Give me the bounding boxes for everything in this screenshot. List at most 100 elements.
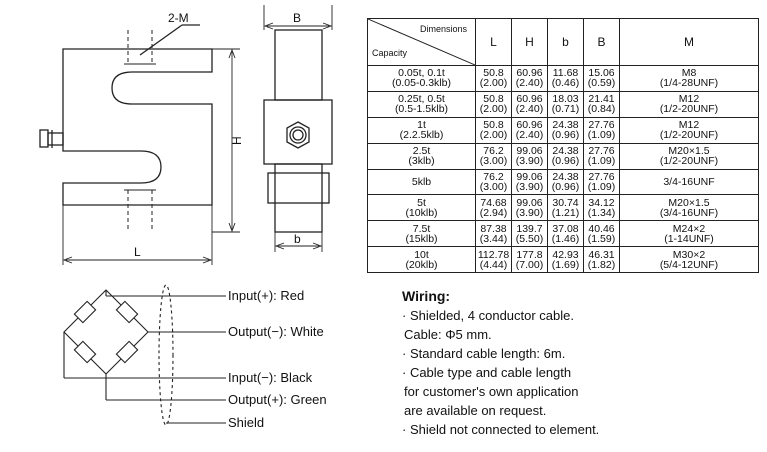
cell-b: 46.31(1.82) — [583, 246, 620, 274]
cell-l: 76.2(3.00) — [475, 142, 512, 170]
cell-value-imperial: (1.09) — [587, 155, 616, 168]
cell-value: 177.8 — [516, 248, 543, 261]
cell-value: 50.8 — [483, 93, 504, 106]
cell-cap: 7.5t(15klb) — [367, 220, 476, 248]
cell-value-imperial: (0.59) — [587, 77, 616, 90]
cell-value-imperial: (1-14UNF) — [664, 232, 714, 245]
cell-value-imperial: (7.00) — [515, 258, 544, 271]
cell-value-imperial: (1.34) — [587, 206, 616, 219]
cell-value-imperial: (5.50) — [515, 232, 544, 245]
cell-l: 50.8(2.00) — [475, 65, 512, 92]
table-row: 10t(20klb)112.78(4.44)177.8(7.00)42.93(1… — [367, 246, 759, 274]
cell-value: 5klb — [411, 176, 432, 188]
cell-value-imperial: (2.40) — [515, 103, 544, 116]
note-line: · Shielded, 4 conductor cable. — [402, 308, 574, 323]
cell-value-imperial: (1/2-20UNF) — [659, 155, 719, 168]
cell-m: M30×2(5/4-12UNF) — [619, 246, 759, 274]
cell-value-imperial: (1.09) — [587, 181, 616, 193]
table-row: 7.5t(15klb)87.38(3.44)139.7(5.50)37.08(1… — [367, 220, 759, 248]
cell-value: 99.06 — [516, 145, 543, 158]
spec-table: Dimensions Capacity L H b B M 0.05t, 0.1… — [367, 18, 759, 274]
cell-b: 27.76(1.09) — [583, 116, 620, 144]
wire-shield: Shield — [228, 415, 265, 430]
cell-value-imperial: (0.96) — [551, 181, 580, 193]
cell-value-imperial: (0.84) — [587, 103, 616, 116]
header-b-small: b — [547, 18, 584, 66]
cell-l: 50.8(2.00) — [475, 116, 512, 144]
cell-value: 37.08 — [552, 222, 579, 235]
cell-cap: 10t(20klb) — [367, 246, 476, 274]
table-row: 1t(2.2.5klb)50.8(2.00)60.96(2.40)24.38(0… — [367, 116, 759, 144]
cell-value-imperial: (3.00) — [479, 181, 508, 193]
note-line: for customer's own application — [404, 384, 579, 399]
wire-input-pos: Input(+): Red — [228, 288, 305, 303]
cell-value: 18.03 — [552, 93, 579, 106]
cell-value: M20×1.5 — [668, 145, 710, 158]
cell-b: 18.03(0.71) — [547, 90, 584, 118]
cell-value-imperial: (2.2.5klb) — [399, 129, 444, 142]
cell-value: 24.38 — [552, 119, 579, 132]
cell-value: 5t — [417, 196, 426, 209]
cell-value: 99.06 — [516, 171, 543, 183]
cell-value-imperial: (3.44) — [479, 232, 508, 245]
cell-l: 112.78(4.44) — [475, 246, 512, 274]
cell-m: M20×1.5(3/4-16UNF) — [619, 194, 759, 222]
cell-value-imperial: (1.69) — [551, 258, 580, 271]
cell-value: M24×2 — [672, 222, 706, 235]
cell-value: 76.2 — [483, 145, 504, 158]
cell-value-imperial: (3.90) — [515, 206, 544, 219]
cell-b: 21.41(0.84) — [583, 90, 620, 118]
wire-output-neg: Output(−): White — [228, 324, 324, 339]
header-h: H — [511, 18, 548, 66]
cell-b: 37.08(1.46) — [547, 220, 584, 248]
wire-input-neg: Input(−): Black — [228, 370, 313, 385]
cell-cap: 5t(10klb) — [367, 194, 476, 222]
cell-m: M24×2(1-14UNF) — [619, 220, 759, 248]
cell-value: M30×2 — [672, 248, 706, 261]
cell-cap: 1t(2.2.5klb) — [367, 116, 476, 144]
cell-value-imperial: (2.00) — [479, 77, 508, 90]
cell-value-imperial: (2.00) — [479, 103, 508, 116]
cell-b: 34.12(1.34) — [583, 194, 620, 222]
cell-value: 76.2 — [483, 171, 504, 183]
cell-value-imperial: (2.40) — [515, 77, 544, 90]
cell-value: 60.96 — [516, 67, 543, 80]
cell-b: 24.38(0.96) — [547, 142, 584, 170]
cell-value: 40.46 — [588, 222, 615, 235]
label-h: H — [230, 136, 244, 145]
cell-value-imperial: (1/4-28UNF) — [659, 77, 719, 90]
cell-b: 40.46(1.59) — [583, 220, 620, 248]
cell-l: 76.2(3.00) — [475, 168, 512, 196]
cell-value: 46.31 — [588, 248, 615, 261]
cell-m: 3/4-16UNF — [619, 168, 759, 196]
header-dimensions: Dimensions — [419, 24, 467, 34]
cell-value: 10t — [414, 248, 429, 261]
table-row: 2.5t(3klb)76.2(3.00)99.06(3.90)24.38(0.9… — [367, 142, 759, 170]
header-b: B — [583, 18, 620, 66]
cell-value-imperial: (0.71) — [551, 103, 580, 116]
cell-cap: 5klb — [367, 168, 476, 196]
cell-value-imperial: (4.44) — [479, 258, 508, 271]
cell-value-imperial: (3.90) — [515, 155, 544, 168]
cell-value: 27.76 — [588, 145, 615, 158]
wiring-notes: Wiring: · Shielded, 4 conductor cable. C… — [402, 287, 599, 439]
wiring-title: Wiring: — [402, 288, 451, 304]
cell-value: 27.76 — [588, 119, 615, 132]
cell-value: 3/4-16UNF — [663, 176, 715, 188]
header-capacity: Capacity — [372, 48, 408, 58]
cell-value-imperial: (1/2-20UNF) — [659, 129, 719, 142]
cell-value: 60.96 — [516, 119, 543, 132]
cell-value: 50.8 — [483, 67, 504, 80]
cell-b: 27.76(1.09) — [583, 142, 620, 170]
cell-value-imperial: (0.96) — [551, 129, 580, 142]
cell-h: 60.96(2.40) — [511, 65, 548, 92]
label-l: L — [134, 245, 141, 259]
cell-value: 50.8 — [483, 119, 504, 132]
note-line: · Cable type and cable length — [402, 365, 572, 380]
cell-value-imperial: (3.00) — [479, 155, 508, 168]
cell-value: 112.78 — [477, 248, 510, 261]
cell-value: M12 — [678, 93, 700, 106]
cell-l: 50.8(2.00) — [475, 90, 512, 118]
cell-b: 15.06(0.59) — [583, 65, 620, 92]
